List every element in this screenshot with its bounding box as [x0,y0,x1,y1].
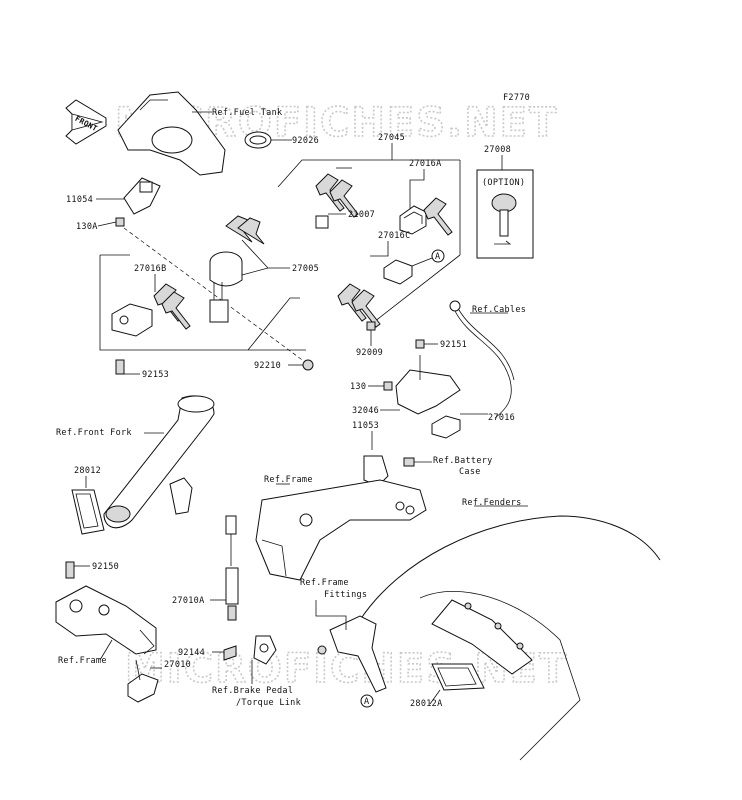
ref-frame-top-label: Ref.Frame [264,475,313,485]
cap-21007-part [315,215,329,229]
lock-27016a-part [399,197,453,236]
part-27045-label: 27045 [378,133,405,143]
part-27008-label: 27008 [484,145,511,155]
fender-part [359,515,661,761]
part-92151-label: 92151 [440,340,467,350]
part-27005-label: 27005 [292,264,319,274]
bolt-130-part [383,381,393,391]
part-92150-label: 92150 [92,562,119,572]
part-92144-label: 92144 [178,648,205,658]
part-130-label: 130 [350,382,366,392]
torque-link-label: /Torque Link [236,698,301,708]
part-27016c-label: 27016C [378,231,411,241]
ref-brake-pedal-label: Ref.Brake Pedal [212,686,293,696]
ref-fuel-tank-label: Ref.Fuel Tank [212,108,282,118]
brake-pedal-link-part [253,635,277,665]
frame-fittings-bracket-part [317,615,387,693]
brake-switch-27010-part [127,659,159,703]
reflector-28012a-part [431,663,485,691]
front-arrow-icon: FRONT [65,99,107,145]
ignition-switch-27005-part [209,215,265,323]
switch-27016-part [431,413,488,439]
part-28012-label: 28012 [74,466,101,476]
part-92026-label: 92026 [292,136,319,146]
key-27008-part [491,193,517,245]
circle-a-marker-2 [360,694,374,708]
lock-27016b-part [111,283,191,337]
case-label: Case [459,467,481,477]
part-27016b-label: 27016B [134,264,167,274]
key-pair-part [315,173,359,218]
part-92009-label: 92009 [356,348,383,358]
fittings-label: Fittings [324,590,367,600]
frame-part [255,479,427,581]
reflector-28012-part [71,489,105,535]
part-11054-label: 11054 [66,195,93,205]
part-32046-label: 32046 [352,406,379,416]
part-27016a-label: 27016A [409,159,442,169]
bolt-92150-part [65,561,75,579]
circle-a-label-2: A [364,697,369,707]
option-label: (OPTION) [482,178,525,188]
ref-cables-label: Ref.Cables [472,305,526,315]
frame-left-part [55,585,157,655]
part-21007-label: 21007 [348,210,375,220]
part-11053-label: 11053 [352,421,379,431]
ref-frame-fittings-label: Ref.Frame [300,578,349,588]
bolt-92153-part [115,359,125,375]
ref-battery-label: Ref.Battery [433,456,493,466]
cable-part [449,300,515,419]
part-27010-label: 27010 [164,660,191,670]
switch-27010a-part [225,515,239,621]
fuel-tank-cover-part [117,91,226,176]
nut-92210-part [302,359,314,371]
lock-27016c-part [337,259,413,328]
part-27010a-label: 27010A [172,596,205,606]
part-92210-label: 92210 [254,361,281,371]
part-28012a-label: 28012A [410,699,443,709]
part-27016-label: 27016 [488,413,515,423]
screw-92151-part [415,339,425,349]
bracket-11054-part [123,177,161,215]
ref-frame-left-label: Ref.Frame [58,656,107,666]
ref-front-fork-label: Ref.Front Fork [56,428,132,438]
bracket-32046-part [395,355,461,415]
ref-fenders-label: Ref.Fenders [462,498,522,508]
front-fork-part [103,395,215,529]
bolt-battery-part [403,457,415,467]
circle-a-marker [431,249,445,263]
circle-a-label: A [435,252,440,262]
spring-92144-part [223,645,237,661]
screw-92009-part [366,321,376,331]
part-92153-label: 92153 [142,370,169,380]
bolt-130a-part [115,217,125,227]
figure-code: F2770 [503,93,530,103]
part-130a-label: 130A [76,222,98,232]
